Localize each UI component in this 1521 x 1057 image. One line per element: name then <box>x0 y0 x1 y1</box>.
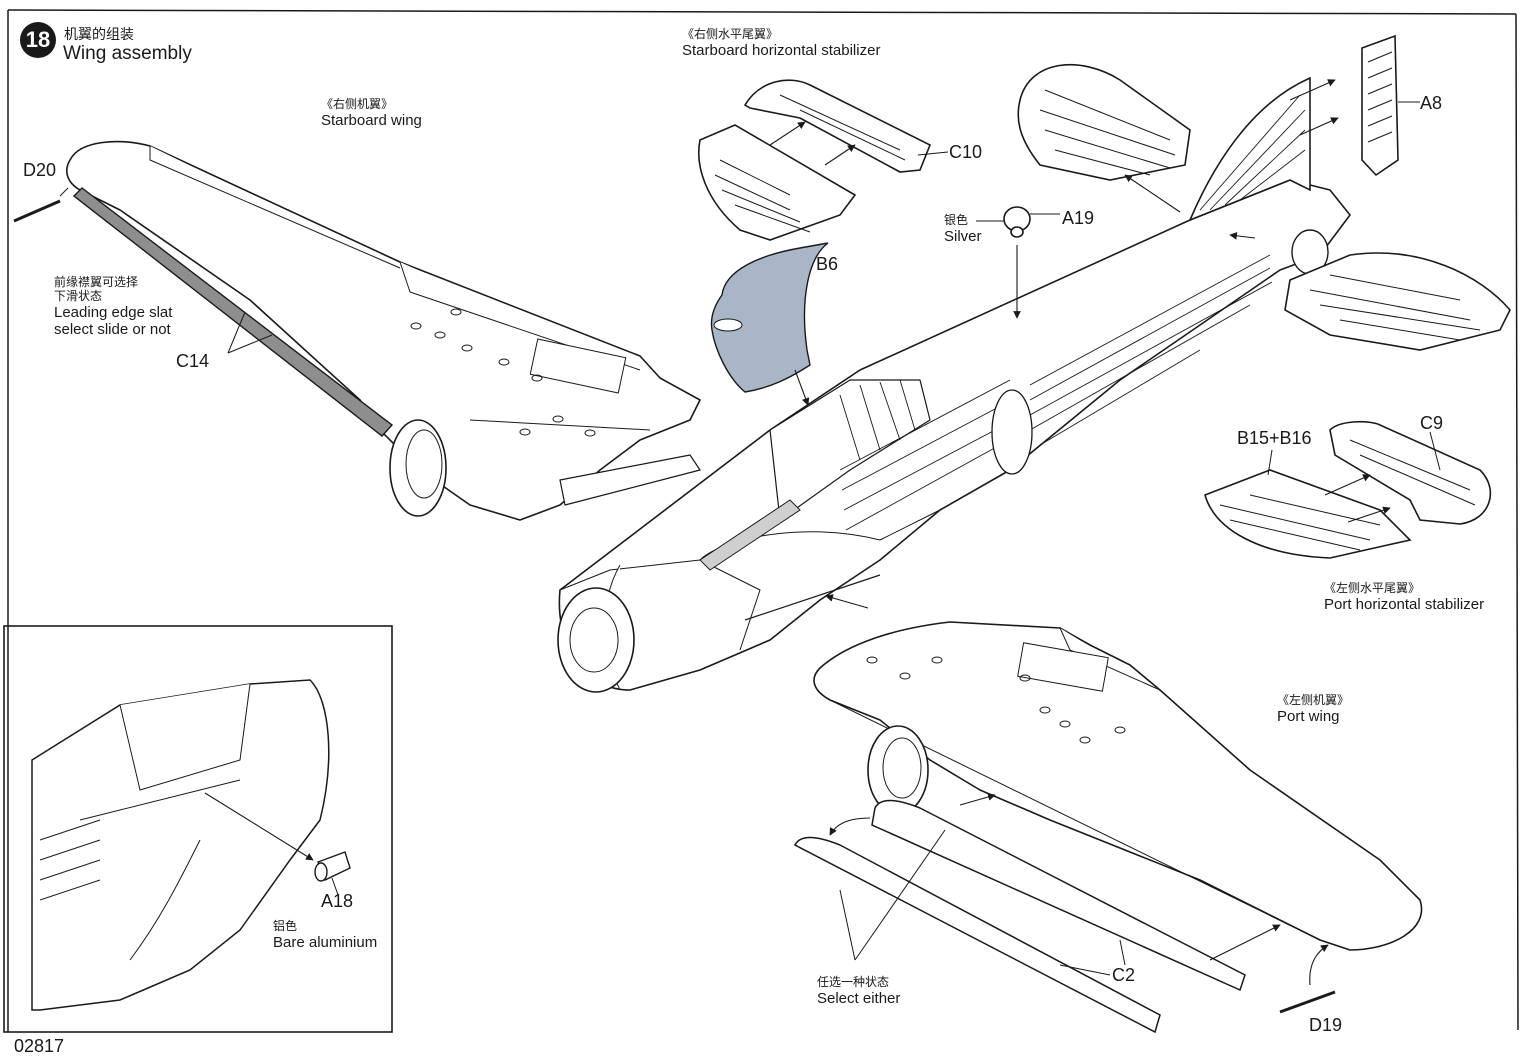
step-title-cn: 机翼的组装 <box>64 27 134 43</box>
label-port-stabilizer-cn: 《左侧水平尾翼》 <box>1324 581 1421 595</box>
leader-lines <box>59 101 1441 976</box>
part-label-D20: D20 <box>23 160 57 180</box>
label-bare-aluminium: 铝色 Bare aluminium <box>273 919 378 951</box>
cockpit-floor <box>699 499 801 571</box>
label-leading-edge-cn-1: 前缘襟翼可选择 <box>54 275 139 289</box>
part-B6-panel <box>710 242 829 393</box>
starboard-stabilizer <box>698 124 857 241</box>
label-silver: 银色 Silver <box>944 213 982 245</box>
part-label-B6: B6 <box>816 254 839 274</box>
starboard-wing <box>66 140 701 521</box>
part-C2-slat-retracted <box>871 799 1246 992</box>
part-label-D19: D19 <box>1309 1015 1343 1035</box>
step-number-badge: 18 <box>20 22 56 58</box>
part-label-A18: A18 <box>321 891 354 911</box>
label-starboard-stabilizer-cn: 《右侧水平尾翼》 <box>682 27 779 41</box>
stabilizer-right-lower <box>1284 252 1511 351</box>
fuselage-panel-lines <box>744 254 1273 621</box>
part-D20-rod <box>13 199 61 223</box>
port-wing-intake <box>867 725 929 815</box>
part-A18 <box>314 851 351 882</box>
assembly-arrows <box>204 79 1391 986</box>
label-starboard-stabilizer: 《右侧水平尾翼》 Starboard horizontal stabilizer <box>682 27 881 59</box>
port-stabilizer <box>1204 469 1412 559</box>
part-label-C9: C9 <box>1420 413 1444 433</box>
part-C2-slat-extended <box>793 836 1161 1034</box>
label-port-stabilizer-en: Port horizontal stabilizer <box>1324 595 1485 613</box>
page-number: 02817 <box>14 1036 65 1056</box>
vertical-tail <box>1188 76 1311 222</box>
fuselage-blister <box>991 389 1033 475</box>
starboard-wing-rivets <box>410 308 596 437</box>
starboard-wing-intake <box>389 419 447 517</box>
page-frame <box>7 9 1519 1032</box>
label-port-wing-en: Port wing <box>1277 707 1340 725</box>
label-bare-aluminium-en: Bare aluminium <box>273 933 378 951</box>
label-leading-edge-slat: 前缘襟翼可选择 下滑状态 Leading edge slat select sl… <box>54 275 173 338</box>
label-bare-aluminium-cn: 铝色 <box>273 919 298 933</box>
label-select-either-en: Select either <box>817 989 901 1007</box>
part-A19-ring <box>1003 206 1031 238</box>
label-starboard-wing-en: Starboard wing <box>321 111 422 129</box>
part-label-C2: C2 <box>1112 965 1136 985</box>
label-select-either: 任选一种状态 Select either <box>817 975 901 1007</box>
label-port-wing-cn: 《左侧机翼》 <box>1277 693 1350 707</box>
fuselage-nose <box>557 587 635 693</box>
label-port-wing: 《左侧机翼》 Port wing <box>1277 693 1350 725</box>
label-silver-en: Silver <box>944 227 982 245</box>
part-B6-cutout <box>713 318 743 332</box>
step-title-en: Wing assembly <box>63 43 192 64</box>
stabilizer-hatching <box>714 89 1481 551</box>
starboard-slat-C14 <box>72 187 394 437</box>
label-leading-edge-cn-2: 下滑状态 <box>54 288 103 303</box>
part-label-C14: C14 <box>176 351 210 371</box>
port-wing-rivets <box>866 656 1126 744</box>
part-label-B15-B16: B15+B16 <box>1237 428 1312 448</box>
port-wing <box>813 621 1423 951</box>
part-D19-rod <box>1279 990 1336 1014</box>
part-label-A8: A8 <box>1420 93 1443 113</box>
label-silver-cn: 银色 <box>944 213 969 227</box>
label-leading-edge-en-1: Leading edge slat <box>54 303 173 321</box>
inset-fuselage-detail <box>31 679 330 1011</box>
label-leading-edge-en-2: select slide or not <box>54 320 171 338</box>
part-C9-elevator <box>1329 420 1492 525</box>
label-starboard-stabilizer-en: Starboard horizontal stabilizer <box>682 41 881 59</box>
inset-detail-panel <box>3 625 393 1033</box>
label-port-stabilizer: 《左侧水平尾翼》 Port horizontal stabilizer <box>1324 581 1485 613</box>
part-A8-rudder <box>1361 34 1399 177</box>
label-starboard-wing-cn: 《右侧机翼》 <box>321 97 394 111</box>
label-select-either-cn: 任选一种状态 <box>817 975 890 989</box>
part-label-A19: A19 <box>1062 208 1095 228</box>
part-label-C10: C10 <box>949 142 983 162</box>
part-C10-elevator <box>743 79 932 173</box>
label-starboard-wing: 《右侧机翼》 Starboard wing <box>321 97 422 129</box>
fuselage <box>558 179 1351 691</box>
